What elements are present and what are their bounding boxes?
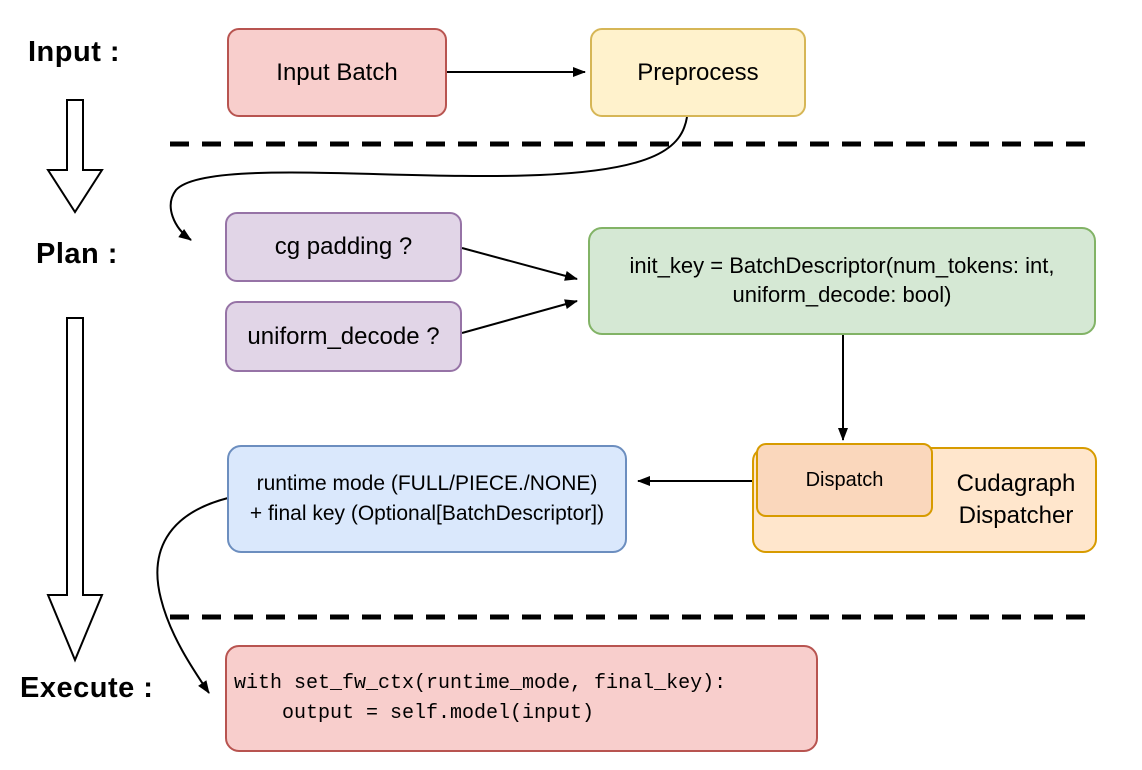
node-execute-code-line1: with set_fw_ctx(runtime_mode, final_key)… bbox=[234, 671, 727, 695]
node-init-key-line1: init_key = BatchDescriptor(num_tokens: i… bbox=[629, 253, 1055, 279]
section-label-execute: Execute : bbox=[20, 672, 154, 704]
arrow-cg-padding-to-init-key bbox=[461, 247, 578, 281]
node-input-batch: Input Batch bbox=[227, 28, 447, 117]
section-label-plan: Plan : bbox=[36, 238, 118, 270]
node-uniform-decode-label: uniform_decode ? bbox=[247, 322, 440, 350]
node-execute-code-line2: output = self.model(input) bbox=[234, 701, 595, 725]
node-uniform-decode: uniform_decode ? bbox=[225, 301, 462, 372]
node-preprocess: Preprocess bbox=[590, 28, 806, 117]
node-init-key: init_key = BatchDescriptor(num_tokens: i… bbox=[588, 227, 1096, 335]
node-cg-padding: cg padding ? bbox=[225, 212, 462, 282]
hollow-arrow-input-to-plan bbox=[46, 99, 104, 214]
node-dispatch-label: Dispatch bbox=[805, 468, 884, 491]
node-input-batch-label: Input Batch bbox=[276, 58, 398, 86]
section-label-input: Input : bbox=[28, 36, 121, 68]
node-runtime-mode-line2: + final key (Optional[BatchDescriptor]) bbox=[249, 502, 605, 525]
node-cudagraph-dispatcher-line2: Dispatcher bbox=[958, 502, 1074, 529]
node-preprocess-label: Preprocess bbox=[637, 58, 759, 86]
node-execute-code: with set_fw_ctx(runtime_mode, final_key)… bbox=[225, 645, 818, 752]
arrow-runtime-mode-to-execute-code bbox=[156, 497, 229, 694]
node-init-key-line2: uniform_decode: bool) bbox=[732, 282, 952, 307]
node-runtime-mode-line1: runtime mode (FULL/PIECE./NONE) bbox=[256, 471, 598, 495]
node-dispatch: Dispatch bbox=[756, 443, 933, 517]
node-cg-padding-label: cg padding ? bbox=[274, 233, 413, 260]
arrow-uniform-decode-to-init-key bbox=[461, 299, 578, 334]
hollow-arrow-plan-to-execute bbox=[46, 317, 104, 663]
node-runtime-mode: runtime mode (FULL/PIECE./NONE) + final … bbox=[227, 445, 627, 553]
node-cudagraph-dispatcher-line1: Cudagraph bbox=[956, 469, 1076, 497]
arrow-preprocess-to-cg-padding bbox=[169, 116, 688, 241]
